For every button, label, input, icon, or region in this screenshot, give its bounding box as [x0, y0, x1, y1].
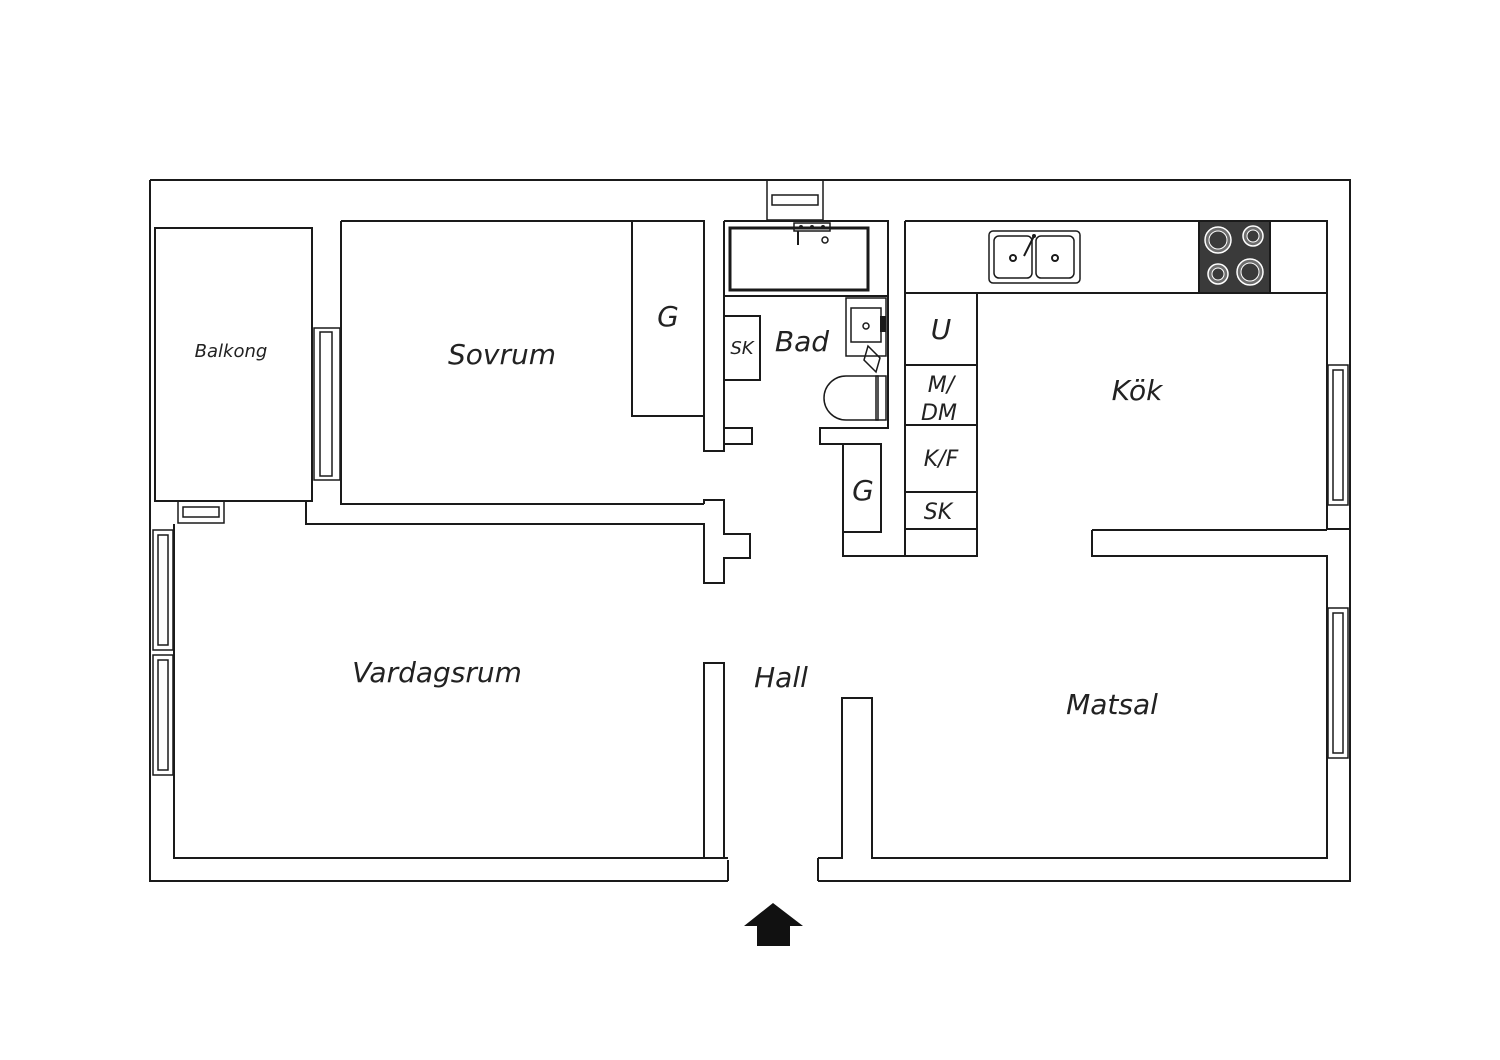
storage-label-u: U	[931, 313, 952, 346]
left-windows	[152, 529, 174, 776]
toilet-icon	[823, 344, 887, 421]
sink-icon	[845, 297, 887, 357]
right-windows	[1327, 364, 1349, 759]
room-label-vardagsrum: Vardagsrum	[352, 656, 522, 689]
storage-label-kf: K/F	[924, 447, 959, 472]
stove-icon	[1198, 220, 1271, 294]
storage-label-dm-line2: DM	[921, 401, 957, 426]
bath-storage-sk	[723, 315, 761, 381]
room-label-hall: Hall	[754, 661, 808, 694]
balcony	[154, 227, 313, 524]
entrance-arrow-icon	[744, 903, 803, 946]
top-window	[766, 179, 824, 221]
kitchen-sink-icon	[988, 230, 1081, 284]
storage-label-m-line1: M/	[928, 373, 957, 398]
storage-label-sk-kitchen: SK	[924, 500, 954, 525]
room-label-bad: Bad	[775, 325, 829, 358]
storage-label-sk-bath: SK	[730, 338, 754, 359]
bedroom-window	[313, 327, 341, 481]
room-label-matsal: Matsal	[1066, 688, 1158, 721]
room-label-sovrum: Sovrum	[448, 338, 556, 371]
storage-label-g-hall: G	[852, 474, 874, 507]
room-label-kok: Kök	[1112, 374, 1164, 407]
bathtub-icon	[728, 222, 870, 292]
storage-label-g-bedroom: G	[657, 300, 679, 333]
outer-walls	[149, 179, 1351, 882]
room-label-balkong: Balkong	[195, 341, 268, 362]
interior-walls	[173, 220, 1350, 859]
